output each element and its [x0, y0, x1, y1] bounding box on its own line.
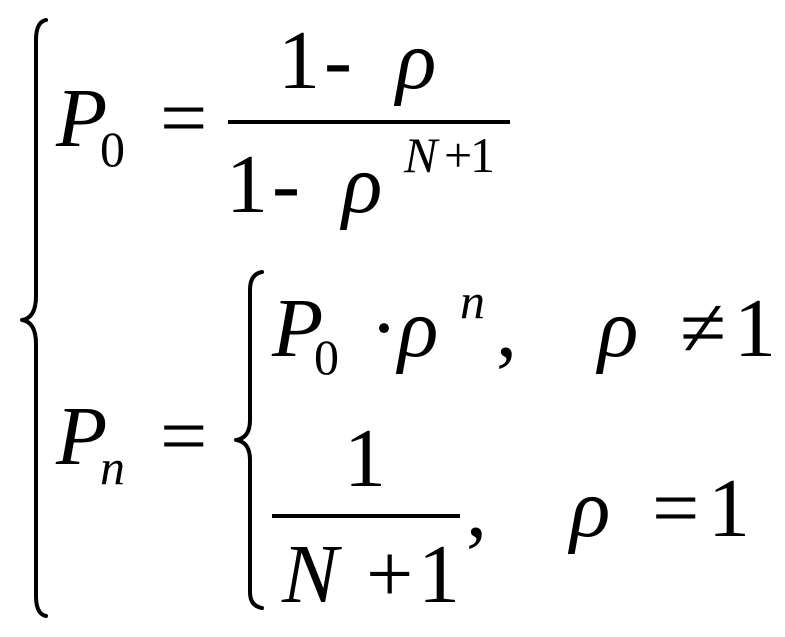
p0-denominator-one: 1 — [226, 138, 268, 231]
case1-condition-value: 1 — [734, 282, 776, 375]
case1-dot: · — [370, 282, 398, 375]
case1-comma: , — [496, 282, 517, 375]
case1-p-symbol: P — [271, 282, 323, 375]
p0-subscript: 0 — [100, 121, 125, 177]
case2-denominator-plus: + — [366, 528, 413, 621]
p0-numerator-one: 1 — [278, 14, 320, 107]
case2-condition-equals: = — [652, 462, 699, 555]
pn-symbol: P — [55, 390, 107, 483]
case2-comma: , — [466, 462, 487, 555]
p0-numerator-minus: - — [324, 14, 352, 107]
case2-numerator-one: 1 — [344, 412, 386, 505]
case1-exponent-n: n — [460, 273, 485, 329]
p0-exponent-n: N — [403, 127, 440, 183]
case1-condition-rho: ρ — [595, 282, 638, 375]
case-rho-not-one: P 0 · ρ n , ρ ≠ 1 — [271, 273, 776, 385]
pn-equals-sign: = — [160, 390, 207, 483]
p0-exponent-plus: + — [444, 127, 472, 183]
p0-denominator-rho: ρ — [339, 138, 382, 231]
outer-left-brace — [20, 18, 48, 618]
p0-exponent-one: 1 — [470, 127, 495, 183]
case2-denominator-one: 1 — [418, 528, 460, 621]
p0-denominator-minus: - — [272, 138, 300, 231]
inner-left-brace — [234, 270, 264, 610]
pn-subscript: n — [100, 439, 125, 495]
case2-condition-value: 1 — [708, 462, 750, 555]
p0-symbol: P — [55, 72, 107, 165]
case1-rho: ρ — [395, 282, 438, 375]
case-rho-equals-one: 1 N + 1 , ρ = 1 — [272, 412, 750, 621]
case1-condition-not-equal: ≠ — [680, 282, 726, 375]
case2-condition-rho: ρ — [567, 462, 610, 555]
pn-equation: P n = P 0 · ρ n , ρ ≠ 1 1 N + 1 , ρ = 1 — [55, 270, 776, 621]
p0-numerator-rho: ρ — [393, 14, 436, 107]
p0-equals-sign: = — [160, 72, 207, 165]
p0-equation: P 0 = 1 - ρ 1 - ρ N + 1 — [55, 14, 510, 231]
case2-denominator-n: N — [281, 528, 342, 621]
case1-p-subscript: 0 — [314, 329, 339, 385]
